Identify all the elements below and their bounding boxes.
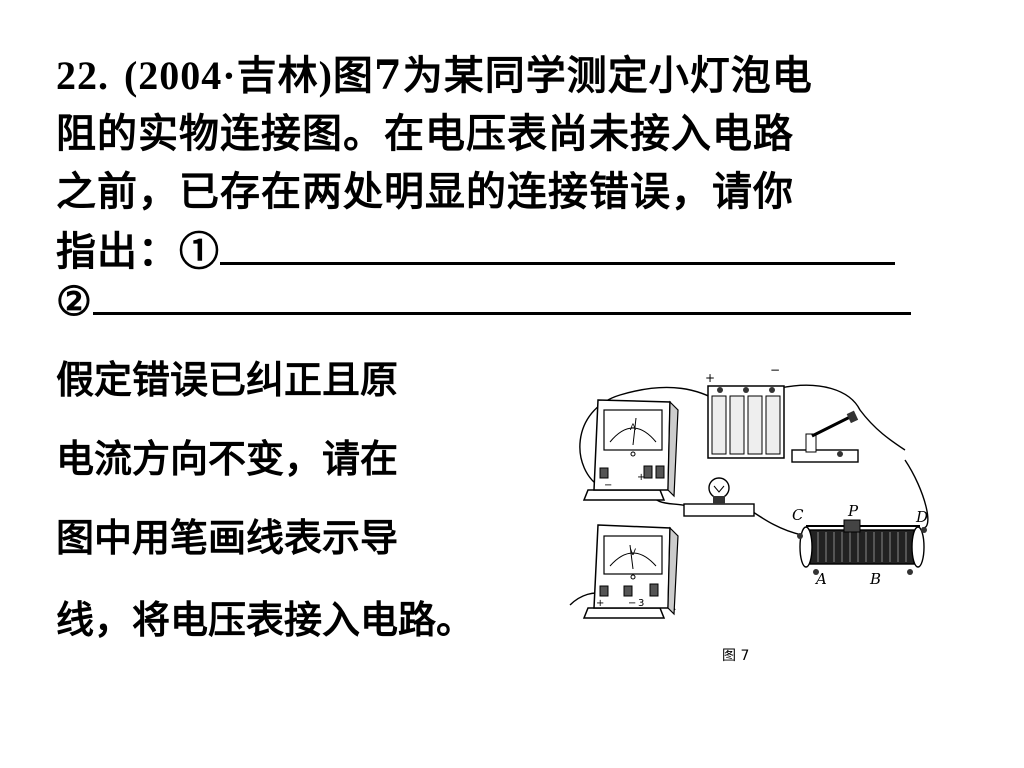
circuit-figure: A − + + − (569, 363, 929, 664)
answer-blank-2[interactable] (92, 272, 911, 315)
ammeter-symbol: A (630, 423, 637, 433)
voltmeter-terminal-plus: + (596, 598, 604, 609)
label-C: C (792, 506, 804, 524)
question-line-2: 阻的实物连接图。在电压表尚未接入电路 (56, 110, 794, 157)
question-line-4: 指出：① (56, 222, 895, 280)
instruction-line-1: 假定错误已纠正且原 (56, 357, 399, 402)
label-B: B (869, 570, 881, 588)
question-line-1: 22. (2004·吉林)图7为某同学测定小灯泡电 (56, 48, 813, 104)
question-line-5: ② (56, 272, 911, 330)
voltmeter-terminal-minus: − (628, 598, 636, 609)
answer-blank-1[interactable] (220, 222, 895, 265)
rheostat: C P D A B (792, 502, 928, 588)
question-text-4: 指出：① (56, 228, 220, 275)
voltmeter-terminal-3: 3 (638, 598, 644, 609)
question-text-1: 图7为某同学测定小灯泡电 (332, 52, 813, 99)
wire-ammeter-battery (579, 386, 721, 489)
instruction-line-2: 电流方向不变，请在 (56, 436, 399, 481)
label-D: D (915, 508, 928, 526)
question-line-3: 之前，已存在两处明显的连接错误，请你 (56, 168, 794, 215)
question-text-5: ② (56, 278, 93, 325)
label-P: P (847, 502, 859, 520)
voltmeter-symbol: V (630, 548, 637, 558)
battery-pack: + − (705, 363, 785, 459)
instruction-line-4: 线，将电压表接入电路。 (56, 597, 475, 642)
figure-caption: 图 7 (722, 648, 749, 664)
wire-battery-switch (779, 384, 906, 451)
ammeter-terminal-plus: + (637, 472, 645, 483)
instruction-line-3: 图中用笔画线表示导 (56, 515, 399, 560)
battery-minus-label: − (770, 363, 780, 377)
switch (791, 410, 859, 463)
ammeter: A − + (582, 399, 679, 501)
bulb (683, 477, 755, 517)
question-source: (2004·吉林) (123, 53, 333, 98)
ammeter-terminal-minus: − (604, 480, 612, 491)
question-number: 22. (56, 53, 109, 98)
voltmeter: V + − 3 (582, 524, 679, 619)
label-A: A (814, 570, 827, 588)
battery-plus-label: + (705, 371, 715, 385)
